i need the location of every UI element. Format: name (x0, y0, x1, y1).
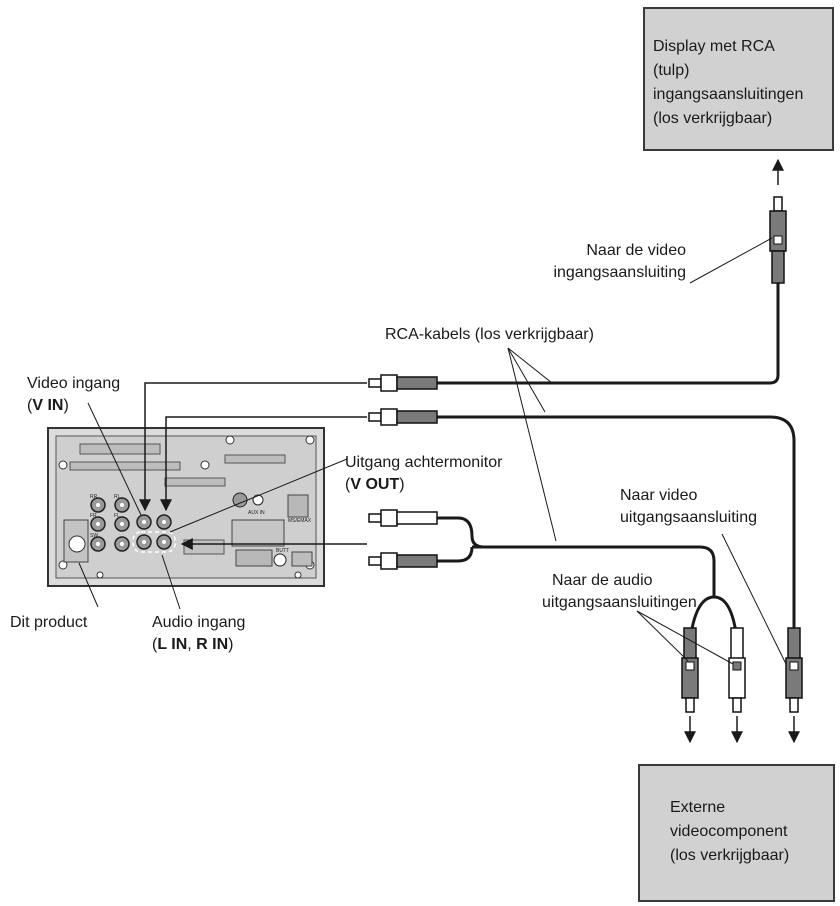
marking-ms: MS/EMAX (288, 518, 312, 524)
leader-lines (78, 237, 787, 665)
label-audio-input-code-l: L IN (157, 636, 188, 653)
external-component-box: Externe videocomponent (los verkrijgbaar… (638, 764, 835, 902)
label-to-video-output-line-2: uitgangsaansluiting (620, 509, 757, 526)
display-box-line-4: (los verkrijgbaar) (653, 110, 773, 127)
label-video-input-line-2: (V IN) (27, 397, 69, 414)
external-box-line-3: (los verkrijgbaar) (670, 847, 790, 864)
label-rear-monitor-out-line-2: (V OUT) (345, 476, 405, 493)
rca-plug-ext-audio-r (728, 627, 746, 713)
marking-fr: FR (90, 513, 97, 519)
label-audio-input-code-r: R IN (196, 636, 229, 653)
rca-plug-2 (368, 408, 438, 426)
label-to-audio-outputs-line-2: uitgangsaansluitingen (542, 594, 697, 611)
label-rear-monitor-out-line-1: Uitgang achtermonitor (345, 454, 503, 471)
marking-sw: SW (90, 533, 98, 539)
label-video-input-line-1: Video ingang (27, 375, 121, 392)
marking-butt: BUTT (276, 548, 289, 554)
arrow-v-out (139, 382, 367, 512)
label-to-audio-outputs: Naar de audio uitgangsaansluitingen (542, 570, 697, 614)
head-unit (47, 427, 325, 587)
rca-plug-display (769, 196, 787, 284)
label-to-video-input: Naar de video ingangsaansluiting (520, 240, 686, 284)
marking-rr: RR (90, 494, 98, 500)
rca-plug-1 (368, 374, 438, 392)
label-audio-input: Audio ingang (L IN, R IN) (152, 612, 245, 656)
label-to-video-input-line-2: ingangsaansluiting (553, 264, 686, 281)
display-box-line-1: Display met RCA (653, 38, 775, 55)
external-box-line-2: videocomponent (670, 823, 788, 840)
label-video-input: Video ingang (V IN) (27, 373, 120, 417)
label-audio-input-line-2: (L IN, R IN) (152, 636, 234, 653)
label-to-audio-outputs-line-1: Naar de audio (552, 572, 653, 589)
cables (436, 282, 796, 641)
marking-rl: RL (114, 494, 121, 500)
marking-aux: AUX IN (248, 510, 265, 516)
arrow-v-in (160, 416, 367, 512)
marking-fl: FL (114, 513, 120, 519)
unit-markings: RR FR SW RL FL AUX IN MS/EMAX BUTT (90, 494, 312, 554)
arrows (139, 158, 800, 744)
rca-plug-audio-l (368, 509, 438, 527)
external-box-line-1: Externe (670, 799, 726, 816)
label-rear-monitor-out: Uitgang achtermonitor (V OUT) (345, 452, 502, 496)
label-to-video-output: Naar video uitgangsaansluiting (620, 485, 780, 529)
rca-plug-ext-audio-l (681, 627, 699, 713)
rca-plug-ext-video (785, 627, 803, 713)
label-audio-input-line-1: Audio ingang (152, 614, 246, 631)
display-box-line-2: (tulp) (653, 62, 690, 79)
label-video-input-code: V IN (32, 397, 64, 414)
label-this-product: Dit product (10, 614, 88, 631)
rca-plug-audio-r (368, 552, 438, 570)
label-to-video-output-line-1: Naar video (620, 487, 698, 504)
label-rear-monitor-out-code: V OUT (350, 476, 400, 493)
display-box-line-3: ingangsaansluitingen (653, 86, 804, 103)
display-box: Display met RCA (tulp) ingangsaansluitin… (643, 7, 834, 151)
label-to-video-input-line-1: Naar de video (586, 242, 686, 259)
label-rca-cables: RCA-kabels (los verkrijgbaar) (385, 326, 594, 343)
